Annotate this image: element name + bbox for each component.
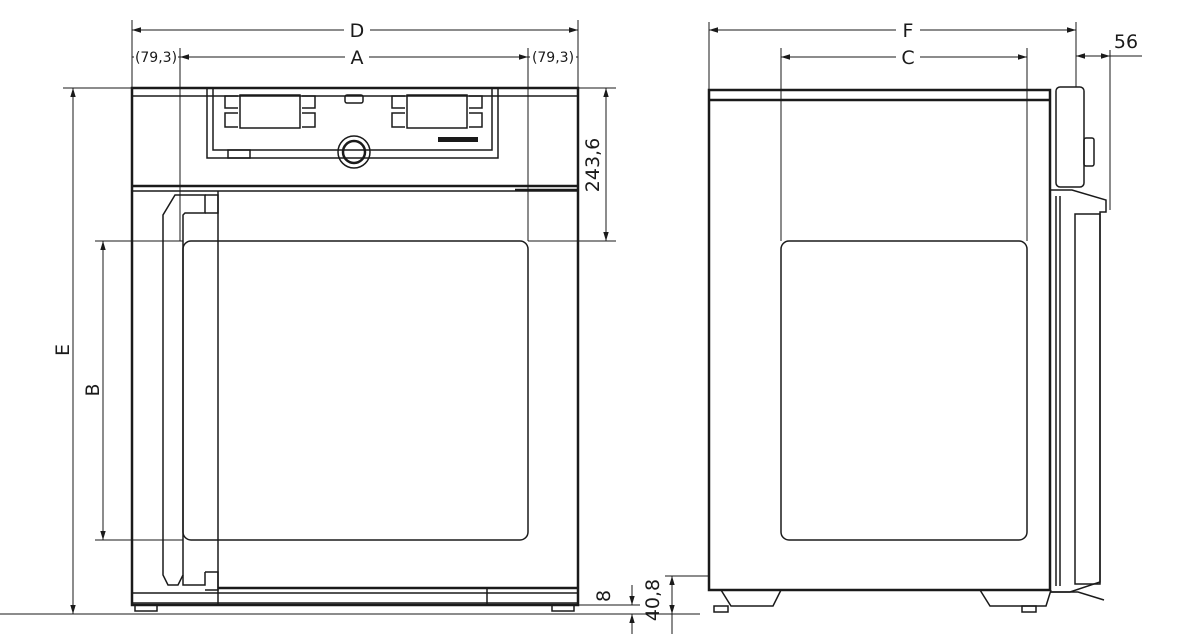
dim-label-bottom-offset: 40,8 bbox=[642, 579, 664, 621]
dim-label-top-offset: 243,6 bbox=[582, 138, 604, 192]
status-indicator bbox=[344, 94, 364, 104]
brand-logo bbox=[438, 137, 478, 142]
side-dimensions: F C 56 bbox=[708, 18, 1142, 241]
front-body-outline bbox=[130, 86, 580, 607]
dim-label-offset-left: (79,3) bbox=[135, 50, 177, 66]
dim-label-door-depth: 56 bbox=[1114, 31, 1138, 53]
right-display bbox=[406, 94, 468, 129]
side-view bbox=[707, 86, 1107, 613]
door-handle bbox=[162, 194, 219, 591]
dim-label-b: B bbox=[82, 383, 104, 396]
side-door bbox=[1050, 86, 1107, 601]
side-window bbox=[780, 240, 1028, 541]
side-body-outline bbox=[707, 88, 1052, 592]
foot-left bbox=[134, 604, 158, 612]
foot-right bbox=[551, 604, 575, 612]
dim-label-offset-right: (79,3) bbox=[532, 50, 574, 66]
front-dimensions: D A (79,3) (79,3) E B 243,6 8 40,8 bbox=[0, 18, 709, 634]
side-foot-front bbox=[709, 589, 782, 607]
usb-ports bbox=[227, 149, 251, 159]
dim-label-d: D bbox=[350, 20, 365, 42]
dim-label-f: F bbox=[903, 20, 914, 42]
front-window bbox=[182, 240, 529, 541]
left-display bbox=[239, 94, 301, 129]
control-knob bbox=[341, 139, 367, 165]
door-latch-knob bbox=[1083, 137, 1095, 167]
dim-label-c: C bbox=[901, 47, 914, 69]
dim-label-e: E bbox=[52, 344, 74, 356]
dim-label-foot: 8 bbox=[593, 590, 615, 602]
dim-label-a: A bbox=[351, 47, 364, 69]
front-view bbox=[130, 86, 580, 612]
control-knob-outer bbox=[337, 135, 371, 169]
control-panel bbox=[206, 87, 499, 169]
